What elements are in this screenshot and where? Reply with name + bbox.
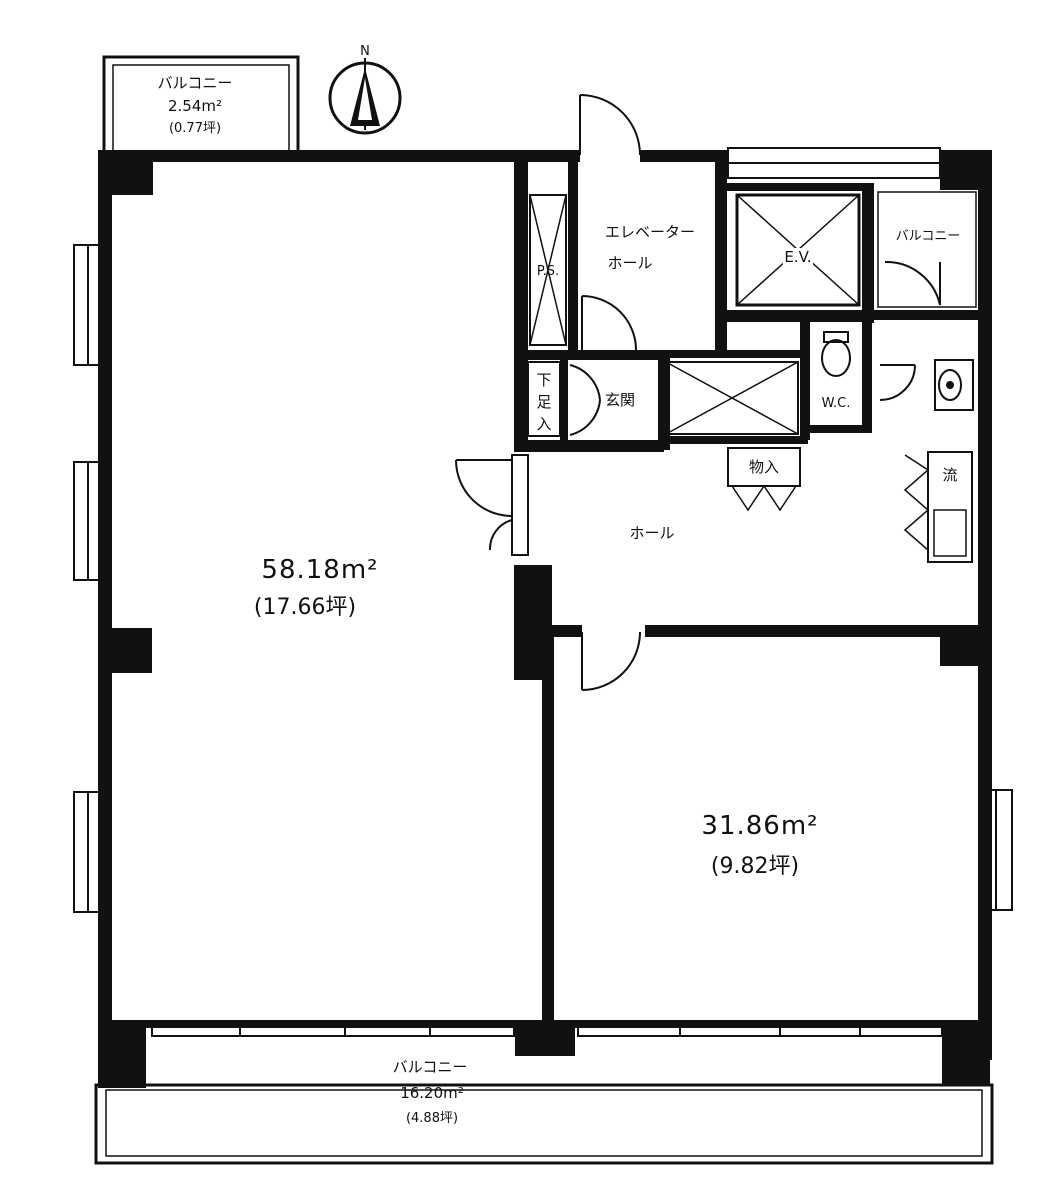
east-window: [979, 789, 1013, 911]
north-compass-icon: N: [328, 44, 402, 135]
ps-label: P.S.: [537, 264, 559, 279]
genkan: 玄関: [569, 364, 635, 436]
balcony-nw-area: 2.54m²: [168, 97, 222, 115]
genkan-label: 玄関: [605, 391, 635, 409]
pipe-shaft: P.S.: [529, 194, 567, 346]
second-room-area: 31.86m²: [701, 811, 818, 841]
outer-walls: [98, 150, 992, 1088]
second-room-tsubo: (9.82坪): [711, 854, 799, 879]
hall-label: ホール: [629, 524, 674, 542]
closet-label: 物入: [749, 458, 779, 476]
shoe-box-char-2: 足: [536, 393, 551, 411]
storage-box: [665, 361, 799, 435]
elevator-hall-line1: エレベーター: [605, 223, 695, 241]
kitchen-sink-label: 流: [942, 466, 957, 484]
door-elevator-hall[interactable]: [581, 295, 637, 351]
main-room-area: 58.18m²: [261, 555, 378, 585]
balcony-south-name: バルコニー: [393, 1058, 468, 1076]
west-windows: [73, 244, 105, 913]
main-room-tsubo: (17.66坪): [254, 595, 356, 620]
wc-label: W.C.: [822, 396, 851, 411]
balcony-nw-name: バルコニー: [158, 74, 233, 92]
shoe-box-char-3: 入: [536, 415, 551, 433]
balcony-south-tsubo: (4.88坪): [406, 1111, 458, 1126]
elevator-hall-line2: ホール: [607, 254, 652, 272]
balcony-north-east: バルコニー: [877, 191, 977, 308]
elevator-hall: エレベーター ホール: [605, 223, 695, 272]
balcony-nw-tsubo: (0.77坪): [169, 121, 221, 136]
wc-door[interactable]: [879, 364, 916, 401]
washbasin-icon: [934, 359, 974, 411]
balcony-north-west: バルコニー 2.54m² (0.77坪): [102, 55, 300, 159]
closet: 物入: [727, 447, 801, 512]
second-room: 31.86m² (9.82坪): [701, 811, 818, 879]
kitchen-counter: 流: [903, 451, 973, 563]
elevator: E.V.: [720, 193, 861, 307]
wc: W.C.: [821, 331, 851, 411]
balcony-south: バルコニー 16.20m² (4.88坪): [94, 1021, 994, 1165]
balcony-ne-name: バルコニー: [896, 229, 961, 244]
entrance-door-north[interactable]: [579, 94, 641, 156]
main-room: 58.18m² (17.66坪): [254, 555, 378, 620]
shoe-box: 下 足 入: [527, 361, 561, 437]
north-window: [727, 147, 941, 179]
hall: ホール: [629, 524, 674, 542]
hall-door-west[interactable]: [455, 454, 529, 556]
elevator-label: E.V.: [784, 248, 811, 266]
second-room-door[interactable]: [581, 631, 641, 691]
compass-north-label: N: [360, 44, 370, 59]
balcony-south-area: 16.20m²: [400, 1084, 464, 1102]
interior-walls: [514, 150, 984, 1025]
shoe-box-char-1: 下: [536, 371, 551, 389]
